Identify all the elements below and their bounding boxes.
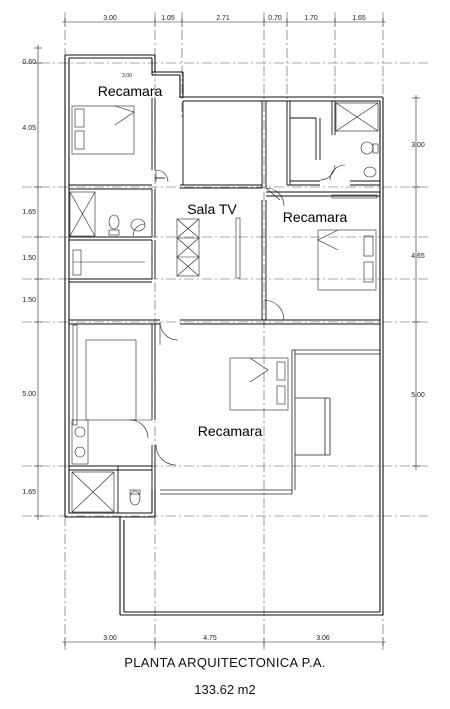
dim-top-6: 1.65 (352, 15, 366, 22)
bed-right (317, 229, 377, 291)
plan-area: 133.62 m2 (194, 682, 256, 697)
dim-top-2: 1.05 (161, 15, 175, 22)
room-label-bedroom-bottom: Recamara (198, 423, 263, 439)
dimension-labels-left: 0.60 4.05 1.65 1.50 1.50 5.00 1.65 (22, 59, 36, 496)
dim-left-5: 1.50 (22, 297, 36, 304)
interior-walls (69, 98, 380, 513)
dim-bottom-2: 4.75 (203, 635, 217, 642)
bottom-dimension-line (62, 638, 386, 646)
dimension-labels-top: 3.00 1.05 2.71 0.70 1.70 1.65 (103, 15, 366, 22)
dim-right-2: 4.65 (411, 253, 425, 260)
left-dimension-line (34, 45, 42, 520)
dim-bottom-1: 3.00 (103, 635, 117, 642)
dim-left-3: 1.65 (22, 209, 36, 216)
right-dimension-line (412, 95, 420, 470)
dim-right-3: 5.00 (411, 392, 425, 399)
dim-bottom-3: 3.06 (316, 635, 330, 642)
dim-left-2: 4.05 (22, 125, 36, 132)
top-dimension-line (62, 18, 386, 26)
closets (72, 194, 378, 426)
plan-title: PLANTA ARQUITECTONICA P.A. (124, 655, 326, 670)
doors (129, 164, 346, 466)
dim-left-1: 0.60 (22, 59, 36, 66)
bath-fixtures (69, 102, 379, 513)
exterior-walls (64, 54, 384, 616)
dim-top-5: 1.70 (304, 15, 318, 22)
dim-top-4: 0.70 (268, 15, 282, 22)
dim-left-4: 1.50 (22, 255, 36, 262)
bed-top-left (71, 105, 135, 155)
dim-left-6: 5.00 (22, 391, 36, 398)
dimension-labels-bottom: 3.00 4.75 3.06 (103, 635, 330, 642)
axis-lines (22, 12, 430, 650)
dimension-labels-right: 3.00 4.65 5.00 (411, 142, 425, 399)
dim-inner-small: 3.00 (122, 73, 132, 79)
tv-cabinet (176, 217, 241, 279)
bed-bottom (229, 357, 289, 411)
terrace-outline (160, 349, 380, 495)
dim-right-1: 3.00 (411, 142, 425, 149)
dim-left-7: 1.65 (22, 489, 36, 496)
dim-top-3: 2.71 (216, 15, 230, 22)
room-label-bedroom-top-left: Recamara (98, 83, 163, 99)
room-label-bedroom-right: Recamara (283, 209, 348, 225)
room-label-sala-tv: Sala TV (187, 201, 237, 217)
dim-top-1: 3.00 (103, 15, 117, 22)
